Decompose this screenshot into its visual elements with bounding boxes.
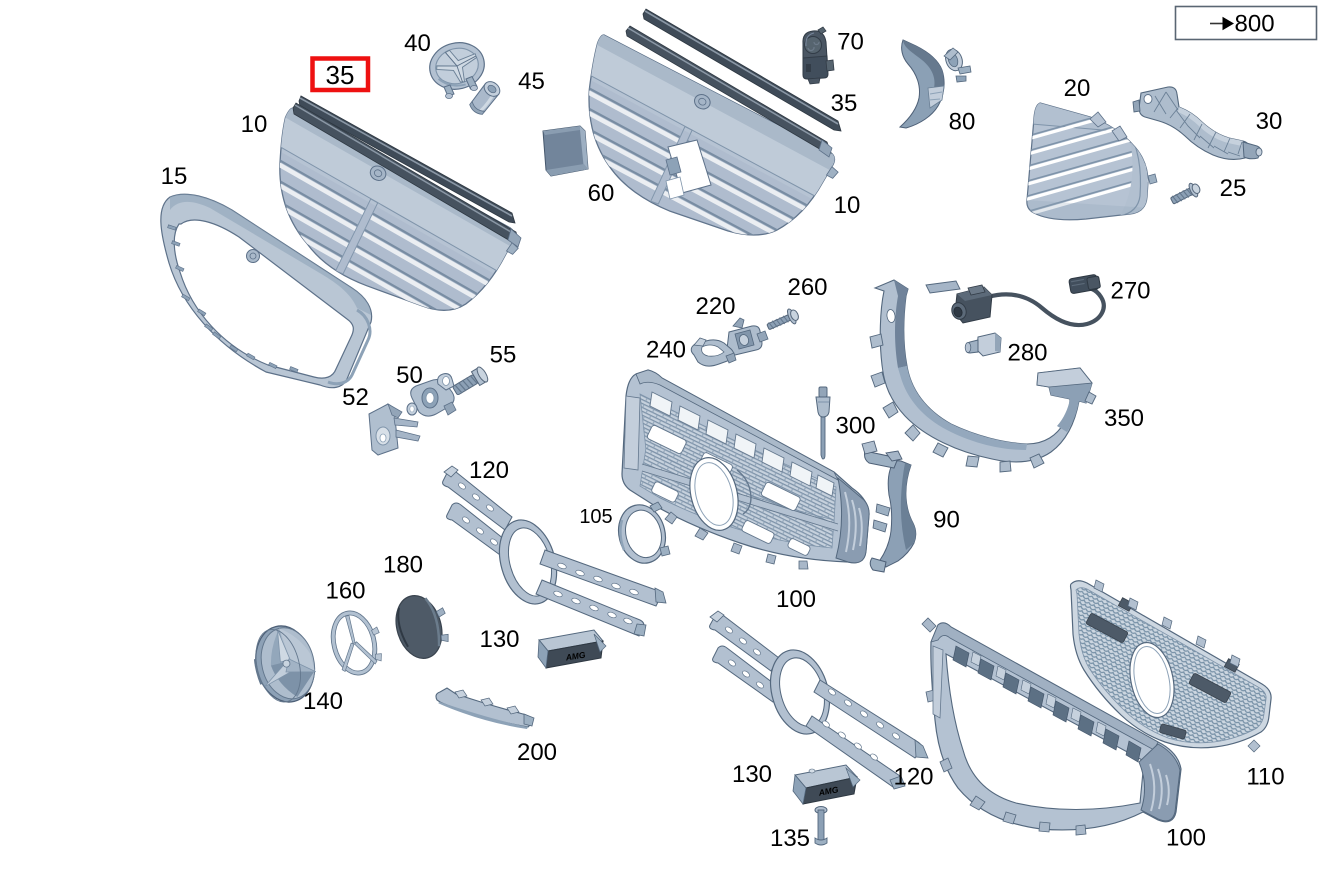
svg-text:110: 110 — [1246, 764, 1284, 791]
svg-text:270: 270 — [1110, 278, 1150, 305]
svg-text:105: 105 — [579, 506, 612, 528]
svg-text:130: 130 — [479, 626, 519, 653]
svg-text:300: 300 — [835, 413, 875, 440]
svg-text:120: 120 — [469, 457, 509, 484]
svg-text:AMG: AMG — [564, 649, 587, 662]
svg-text:35: 35 — [326, 60, 355, 90]
svg-text:100: 100 — [1166, 825, 1206, 852]
svg-text:45: 45 — [518, 68, 545, 95]
svg-text:30: 30 — [1256, 108, 1283, 135]
svg-text:55: 55 — [490, 342, 517, 369]
svg-text:220: 220 — [695, 293, 735, 320]
svg-text:100: 100 — [776, 586, 816, 613]
svg-text:10: 10 — [241, 111, 268, 138]
svg-text:160: 160 — [325, 578, 365, 605]
svg-text:800: 800 — [1235, 11, 1275, 38]
svg-text:280: 280 — [1007, 340, 1047, 367]
svg-text:15: 15 — [161, 163, 188, 190]
svg-text:140: 140 — [303, 688, 343, 715]
svg-text:260: 260 — [787, 274, 827, 301]
svg-text:10: 10 — [834, 192, 861, 219]
svg-text:20: 20 — [1064, 75, 1091, 102]
svg-text:90: 90 — [933, 507, 960, 534]
svg-text:25: 25 — [1220, 175, 1247, 202]
svg-text:AMG: AMG — [817, 784, 840, 798]
svg-text:52: 52 — [342, 384, 369, 411]
svg-text:120: 120 — [893, 764, 933, 791]
svg-text:180: 180 — [383, 552, 423, 579]
svg-text:50: 50 — [396, 362, 423, 389]
svg-text:60: 60 — [588, 180, 615, 207]
svg-text:80: 80 — [949, 109, 976, 136]
svg-text:200: 200 — [517, 739, 557, 766]
svg-text:135: 135 — [770, 825, 810, 852]
svg-text:35: 35 — [831, 90, 858, 117]
svg-text:130: 130 — [732, 761, 772, 788]
svg-text:70: 70 — [837, 29, 864, 56]
svg-text:240: 240 — [646, 337, 686, 364]
svg-text:350: 350 — [1104, 405, 1144, 432]
svg-text:40: 40 — [404, 30, 431, 57]
